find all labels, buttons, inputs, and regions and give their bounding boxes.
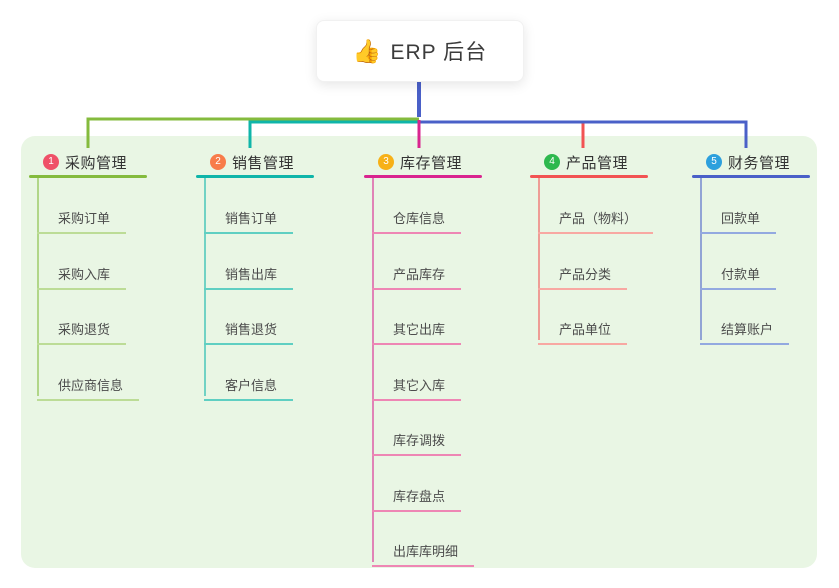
branch-underline bbox=[364, 175, 482, 178]
child-node[interactable]: 产品（物料） bbox=[538, 202, 653, 234]
child-node[interactable]: 回款单 bbox=[700, 202, 776, 234]
branch-underline bbox=[692, 175, 810, 178]
branch-child-line bbox=[37, 178, 39, 396]
branch-underline bbox=[196, 175, 314, 178]
child-node[interactable]: 付款单 bbox=[700, 258, 776, 290]
branch-title: 库存管理 bbox=[400, 154, 463, 172]
branch-child-line bbox=[204, 178, 206, 396]
child-node[interactable]: 产品库存 bbox=[372, 258, 461, 290]
branch-underline bbox=[29, 175, 147, 178]
root-node-label: ERP 后台 bbox=[390, 41, 488, 64]
branch-underline bbox=[530, 175, 648, 178]
branch-node[interactable]: 4 产品管理 bbox=[530, 146, 648, 178]
branch-title: 采购管理 bbox=[65, 154, 128, 172]
branch-node[interactable]: 3 库存管理 bbox=[364, 146, 482, 178]
child-node[interactable]: 采购退货 bbox=[37, 313, 126, 345]
child-node[interactable]: 产品分类 bbox=[538, 258, 627, 290]
child-node[interactable]: 供应商信息 bbox=[37, 369, 139, 401]
child-node[interactable]: 库存盘点 bbox=[372, 480, 461, 512]
branch-child-line bbox=[700, 178, 702, 340]
child-node[interactable]: 采购订单 bbox=[37, 202, 126, 234]
child-node[interactable]: 结算账户 bbox=[700, 313, 789, 345]
child-node[interactable]: 出库库明细 bbox=[372, 535, 474, 567]
branch-node[interactable]: 1 采购管理 bbox=[29, 146, 147, 178]
thumbs-up-icon: 👍 bbox=[352, 37, 382, 64]
child-node[interactable]: 其它出库 bbox=[372, 313, 461, 345]
branch-title: 财务管理 bbox=[728, 154, 791, 172]
child-node[interactable]: 其它入库 bbox=[372, 369, 461, 401]
branch-title: 产品管理 bbox=[566, 154, 629, 172]
branch-title: 销售管理 bbox=[232, 154, 295, 172]
child-node[interactable]: 销售出库 bbox=[204, 258, 293, 290]
child-node[interactable]: 仓库信息 bbox=[372, 202, 461, 234]
child-node[interactable]: 销售退货 bbox=[204, 313, 293, 345]
branch-number-badge: 2 bbox=[210, 154, 226, 170]
branch-node[interactable]: 2 销售管理 bbox=[196, 146, 314, 178]
branch-number-badge: 4 bbox=[544, 154, 560, 170]
child-node[interactable]: 库存调拨 bbox=[372, 424, 461, 456]
branch-number-badge: 1 bbox=[43, 154, 59, 170]
root-node[interactable]: 👍 ERP 后台 bbox=[316, 20, 524, 82]
child-node[interactable]: 采购入库 bbox=[37, 258, 126, 290]
mindmap-canvas bbox=[21, 136, 817, 568]
branch-child-line bbox=[538, 178, 540, 340]
child-node[interactable]: 产品单位 bbox=[538, 313, 627, 345]
branch-number-badge: 3 bbox=[378, 154, 394, 170]
child-node[interactable]: 销售订单 bbox=[204, 202, 293, 234]
branch-child-line bbox=[372, 178, 374, 562]
child-node[interactable]: 客户信息 bbox=[204, 369, 293, 401]
branch-node[interactable]: 5 财务管理 bbox=[692, 146, 810, 178]
branch-number-badge: 5 bbox=[706, 154, 722, 170]
